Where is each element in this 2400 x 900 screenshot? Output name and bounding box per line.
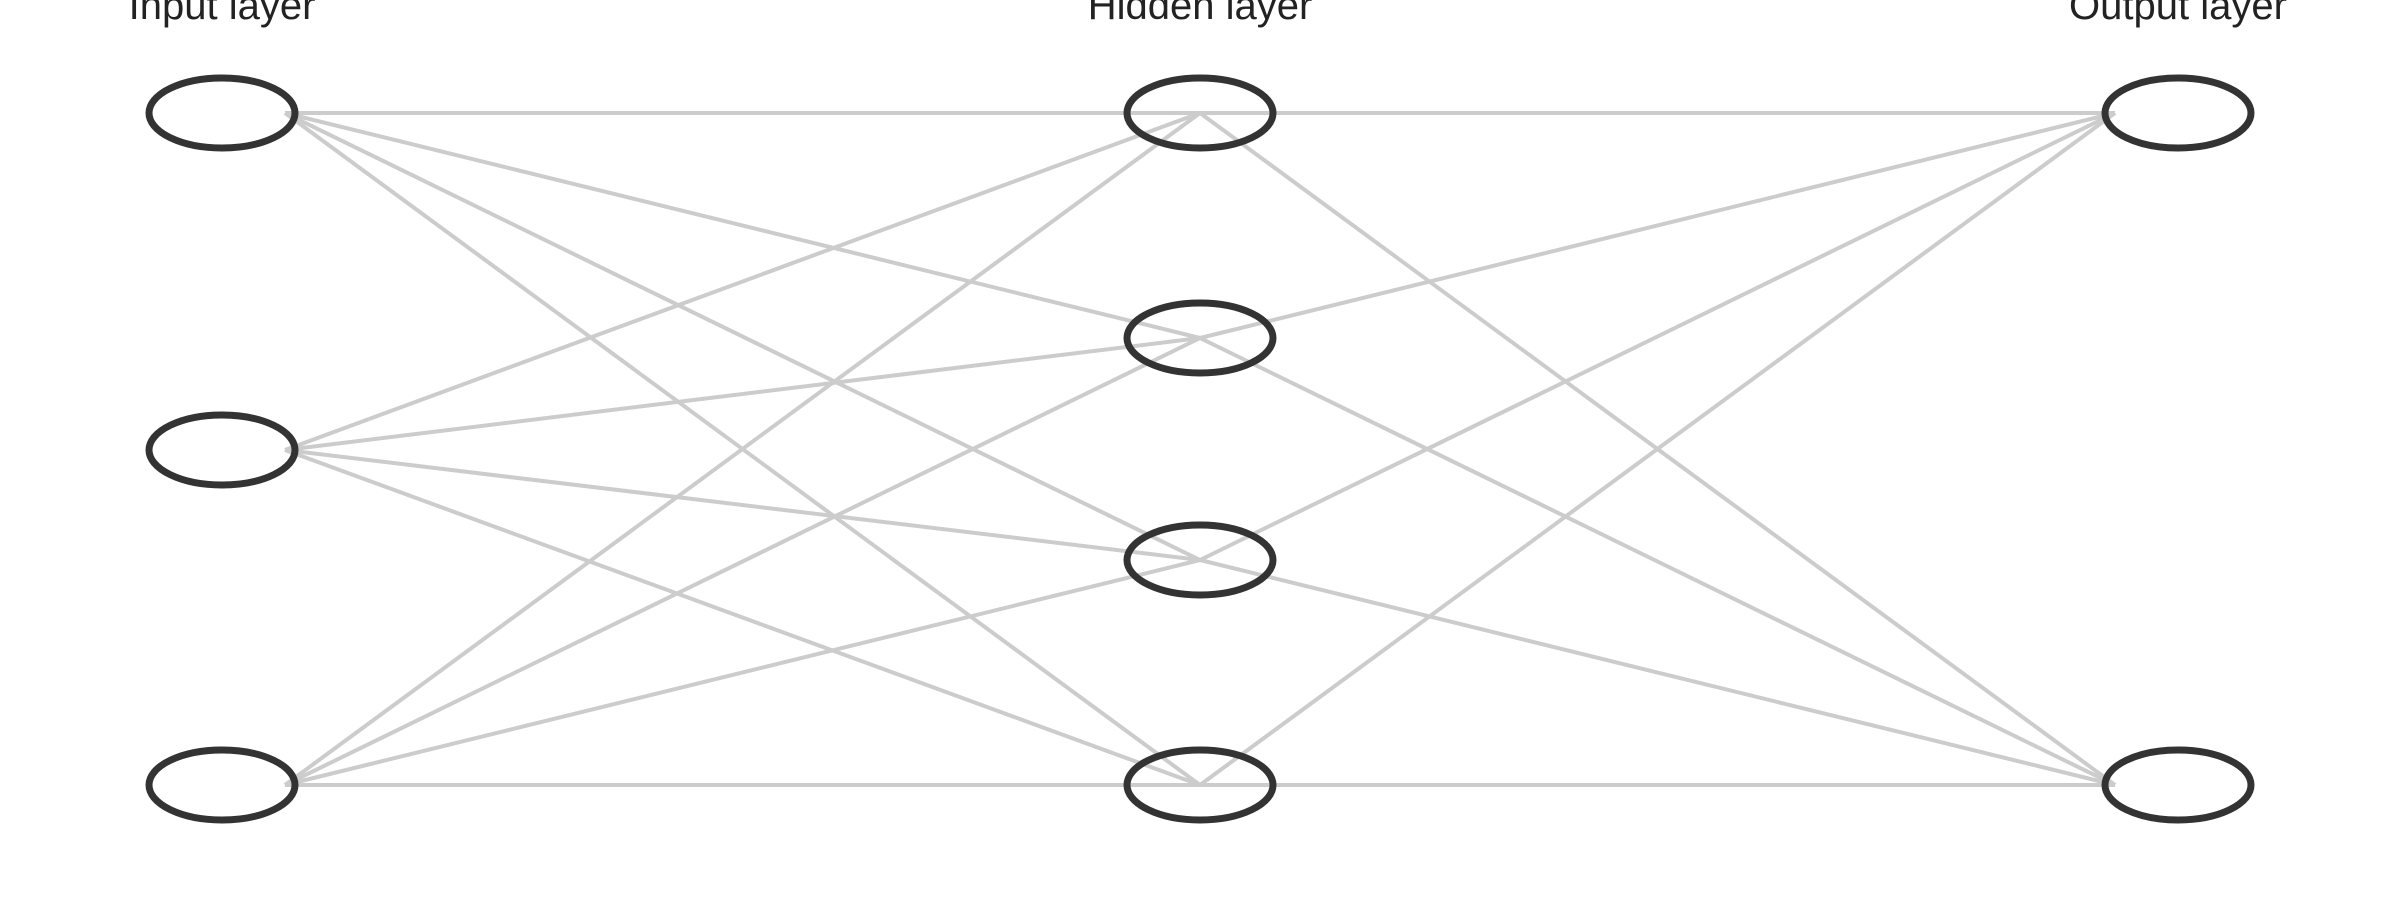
node-i1[interactable]	[145, 74, 299, 152]
edge-i2-h2	[284, 336, 1201, 452]
edge-i3-h1	[283, 111, 1202, 787]
edge-h2-o2	[1199, 336, 2116, 787]
node-h3[interactable]	[1123, 521, 1277, 599]
node-i3[interactable]	[145, 746, 299, 824]
node-group	[145, 74, 2255, 824]
edge-group	[283, 111, 2117, 787]
node-i2[interactable]	[145, 411, 299, 489]
edge-i3-h2	[284, 336, 1201, 787]
layer-title-input: Input layer	[128, 0, 316, 28]
node-h2[interactable]	[1123, 299, 1277, 377]
edge-i2-h4	[284, 448, 1201, 787]
edge-i3-h3	[284, 558, 1201, 787]
node-o2[interactable]	[2101, 746, 2255, 824]
layer-title-hidden: Hidden layer	[1087, 0, 1313, 28]
node-h4[interactable]	[1123, 746, 1277, 824]
edge-h3-o2	[1199, 558, 2116, 787]
node-o1[interactable]	[2101, 74, 2255, 152]
edge-h2-o1	[1199, 111, 2116, 340]
edge-i1-h3	[284, 111, 1201, 562]
edge-h3-o1	[1199, 111, 2116, 562]
edge-i2-h3	[284, 448, 1201, 562]
edge-h4-o1	[1198, 111, 2117, 787]
layer-title-output: Output layer	[2069, 0, 2287, 28]
node-h1[interactable]	[1123, 74, 1277, 152]
edge-i1-h2	[284, 111, 1201, 340]
edge-i2-h1	[284, 111, 1201, 452]
